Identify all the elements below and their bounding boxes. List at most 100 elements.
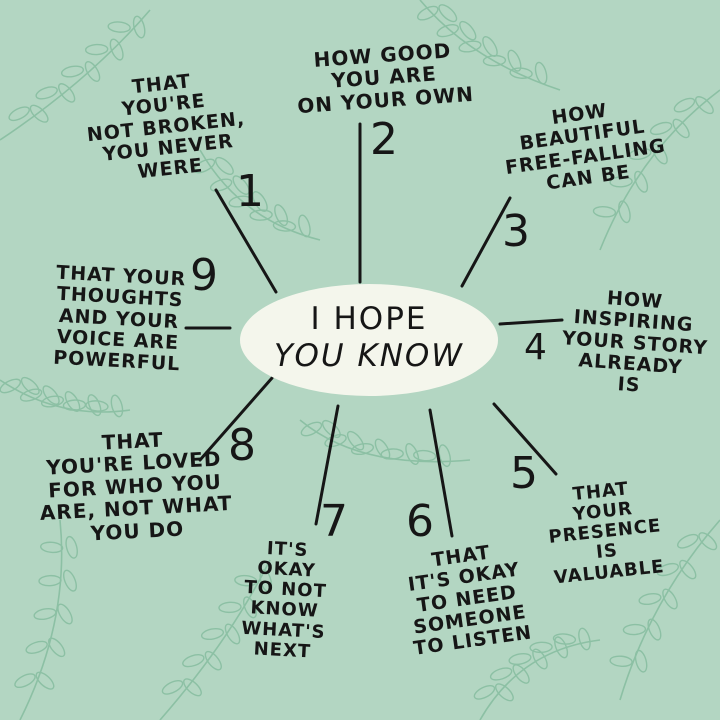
leaf-shape [673, 97, 696, 113]
number-3: 3 [502, 206, 530, 257]
leaf-shape [529, 641, 553, 654]
leaf-shape [20, 376, 40, 395]
leaf-shape [60, 65, 85, 78]
leaf-shape [84, 61, 101, 82]
leaf-shape [618, 200, 631, 224]
leaf-shape [110, 394, 124, 418]
leaf-shape [509, 67, 533, 79]
leaf-shape [649, 121, 673, 136]
vine-stem [479, 639, 601, 720]
message-2: HOW GOOD YOU ARE ON YOUR OWN [282, 37, 486, 118]
message-7: IT'S OKAY TO NOT KNOW WHAT'S NEXT [227, 537, 343, 664]
leaf-shape [652, 143, 668, 165]
leaf-shape [204, 650, 222, 671]
leaf-shape [656, 562, 680, 577]
leaf-shape [592, 206, 617, 218]
leaf-shape [507, 49, 522, 72]
vine-stem [19, 519, 63, 720]
connector-line [198, 376, 274, 462]
vine-stem [599, 89, 720, 251]
leaf-shape [672, 118, 690, 139]
leaf-shape [87, 394, 102, 417]
leaf-shape [622, 623, 647, 636]
number-5: 5 [510, 448, 538, 499]
leaf-shape [578, 627, 591, 651]
leaf-shape [65, 535, 78, 559]
leaf-shape [638, 592, 662, 606]
leaf-shape [35, 671, 55, 690]
leaf-shape [193, 158, 216, 174]
number-6: 6 [406, 496, 434, 547]
leaf-shape [63, 569, 77, 592]
leaf-shape [634, 649, 648, 673]
message-9: THAT YOUR THOUGHTS AND YOUR VOICE ARE PO… [41, 262, 196, 376]
leaf-shape [215, 156, 234, 175]
leaf-shape [508, 652, 532, 666]
leaf-shape [554, 636, 569, 659]
leaf-shape [14, 673, 36, 689]
leaf-shape [161, 679, 184, 695]
leaf-shape [39, 541, 64, 554]
leaf-shape [38, 574, 62, 587]
leaf-shape [259, 569, 273, 593]
leaf-shape [274, 204, 289, 227]
leaf-shape [438, 4, 458, 23]
leaf-shape [64, 391, 81, 412]
leaf-shape [634, 170, 649, 193]
leaf-shape [413, 449, 437, 462]
leaf-shape [48, 637, 66, 658]
leaf-shape [232, 175, 250, 195]
leaf-shape [58, 83, 76, 103]
center-title-line-2: YOU KNOW [274, 338, 464, 374]
leaf-shape [228, 195, 252, 208]
leaf-shape [25, 640, 48, 654]
connector-line [460, 196, 512, 288]
leaf-shape [609, 655, 633, 667]
number-9: 9 [190, 250, 218, 301]
message-6: THAT IT'S OKAY TO NEED SOMEONE TO LISTEN [385, 536, 548, 662]
vine-stem [419, 0, 561, 91]
vine-stem [619, 519, 720, 701]
leaf-shape [272, 220, 297, 232]
leaf-shape [35, 86, 58, 100]
leaf-shape [107, 21, 131, 33]
leaf-shape [458, 40, 482, 53]
leaf-shape [552, 633, 577, 645]
leaf-shape [29, 104, 49, 123]
leaf-shape [85, 400, 109, 412]
leaf-shape [109, 38, 124, 61]
leaf-shape [218, 601, 242, 614]
leaf-shape [249, 209, 273, 221]
leaf-shape [234, 574, 258, 587]
leaf-shape [438, 444, 452, 468]
message-4: HOW INSPIRING YOUR STORY ALREADY IS [558, 285, 708, 401]
leaf-shape [300, 421, 323, 437]
leaf-shape [647, 618, 662, 641]
vine-stem [299, 419, 471, 463]
leaf-shape [84, 43, 109, 56]
leaf-shape [482, 54, 507, 67]
leaf-shape [200, 627, 225, 641]
leaf-shape [532, 648, 548, 670]
leaf-shape [132, 15, 146, 39]
leaf-shape [182, 654, 205, 668]
vine-stem [199, 149, 321, 241]
connector-line [214, 188, 278, 294]
leaf-shape [298, 214, 311, 238]
leaf-shape [40, 395, 65, 408]
leaf-shape [243, 596, 257, 619]
leaf-shape [57, 603, 73, 625]
leaf-shape [698, 532, 718, 551]
number-8: 8 [228, 420, 256, 471]
leaf-shape [209, 178, 233, 192]
leaf-shape [183, 678, 202, 697]
center-bubble: I HOPE YOU KNOW [240, 284, 498, 396]
center-title-line-1: I HOPE [310, 301, 428, 337]
leaf-shape [350, 442, 375, 456]
number-4: 4 [524, 327, 547, 368]
number-2: 2 [370, 114, 398, 165]
leaf-shape [512, 664, 530, 684]
